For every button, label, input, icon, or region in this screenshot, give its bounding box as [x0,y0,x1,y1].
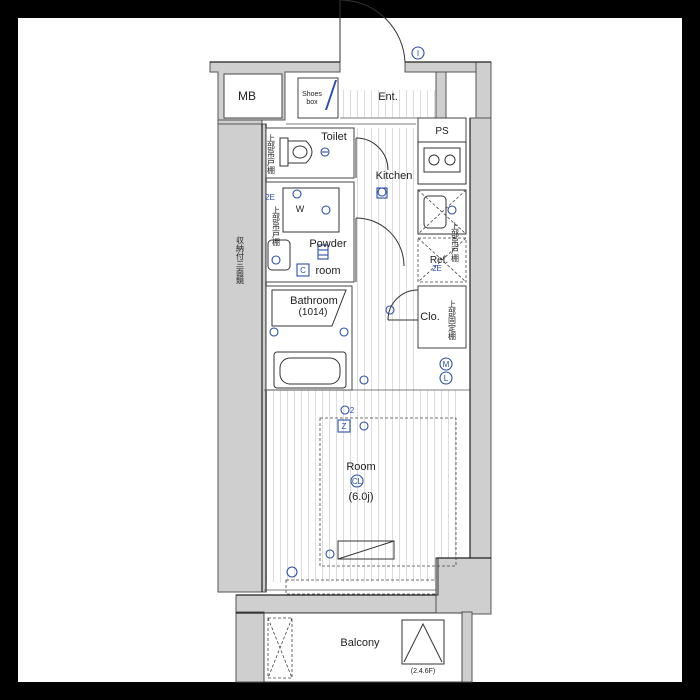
room-inner-wall [435,557,439,596]
washing-machine-space [282,187,340,233]
label-shoes-box-1: Shoes [302,91,322,98]
label-ps: PS [435,126,449,137]
symbol-junction: Z [342,422,347,431]
ps-shaft [417,117,467,143]
vertical-label-upper-cabinet-laundry: 上部吊戸棚 [272,206,281,247]
ceiling-light [350,474,364,488]
label-room: Room [346,461,375,473]
symbol-2: 2 [350,406,355,415]
switch-box [296,263,310,277]
label-closet: Clo. [420,311,440,323]
bathtub [273,351,347,389]
room-dashed-zone [319,417,457,567]
label-w: W [296,204,305,214]
shoes-box-cabinet [297,77,339,119]
junction-box [337,419,351,433]
toilet-door-swing [355,137,389,171]
toilet-fixture [279,137,313,167]
entry-door [339,0,406,63]
kitchen-unit [417,141,467,235]
powder-door-swing [355,217,405,267]
stove [423,147,461,173]
label-room-size: (6.0j) [348,491,373,503]
symbol-intercom: I [417,49,419,58]
label-refrigerator: Ref. [430,255,448,266]
vertical-label-upper-cabinet-kitchen: 上部吊戸棚 [451,222,460,263]
mb-box [223,73,283,119]
refrigerator-space [417,237,467,283]
toilet-room [265,127,355,179]
balcony-area [263,612,463,683]
sink [423,195,447,229]
bathroom-door [271,289,347,327]
label-bathroom: Bathroom [290,295,338,307]
label-shoes-box-2: box [306,99,318,106]
vertical-label-upper-fixed-shelf: 上部固定棚 [448,300,457,341]
closet-door-swing [387,289,419,321]
window-sash [285,579,437,595]
entrance-floor [340,90,436,118]
label-toilet: Toilet [321,131,347,143]
hallway-floor [356,128,416,390]
vertical-label-storage-mirror: 収納付三面鏡 [236,235,245,285]
label-powder-1: Powder [309,238,347,250]
evacuation-hatch [401,619,445,665]
washbasin [267,239,291,271]
toilet-light [320,147,330,157]
symbol-switch: C [300,266,306,275]
label-mb: MB [238,89,256,103]
label-balcony-note: (2.4.6F) [411,668,436,675]
air-conditioner [337,540,395,560]
symbol-m: M [443,360,450,369]
balcony-partition [267,617,293,679]
label-entrance: Ent. [378,91,398,103]
label-kitchen: Kitchen [376,170,413,182]
shoes-box-hatch [325,80,337,110]
symbol-ceiling-light: CL [352,477,363,486]
label-powder-2: room [315,265,340,277]
closet-area [417,285,467,349]
vertical-label-upper-cabinet-toilet: 上部吊戸棚 [267,134,276,175]
symbol-2e-kitchen: 2E [432,264,442,273]
symbol-l: L [444,374,449,383]
symbol-2e-laundry: 2E [265,193,275,202]
label-balcony: Balcony [340,637,380,649]
label-bathroom-size: (1014) [299,307,328,318]
